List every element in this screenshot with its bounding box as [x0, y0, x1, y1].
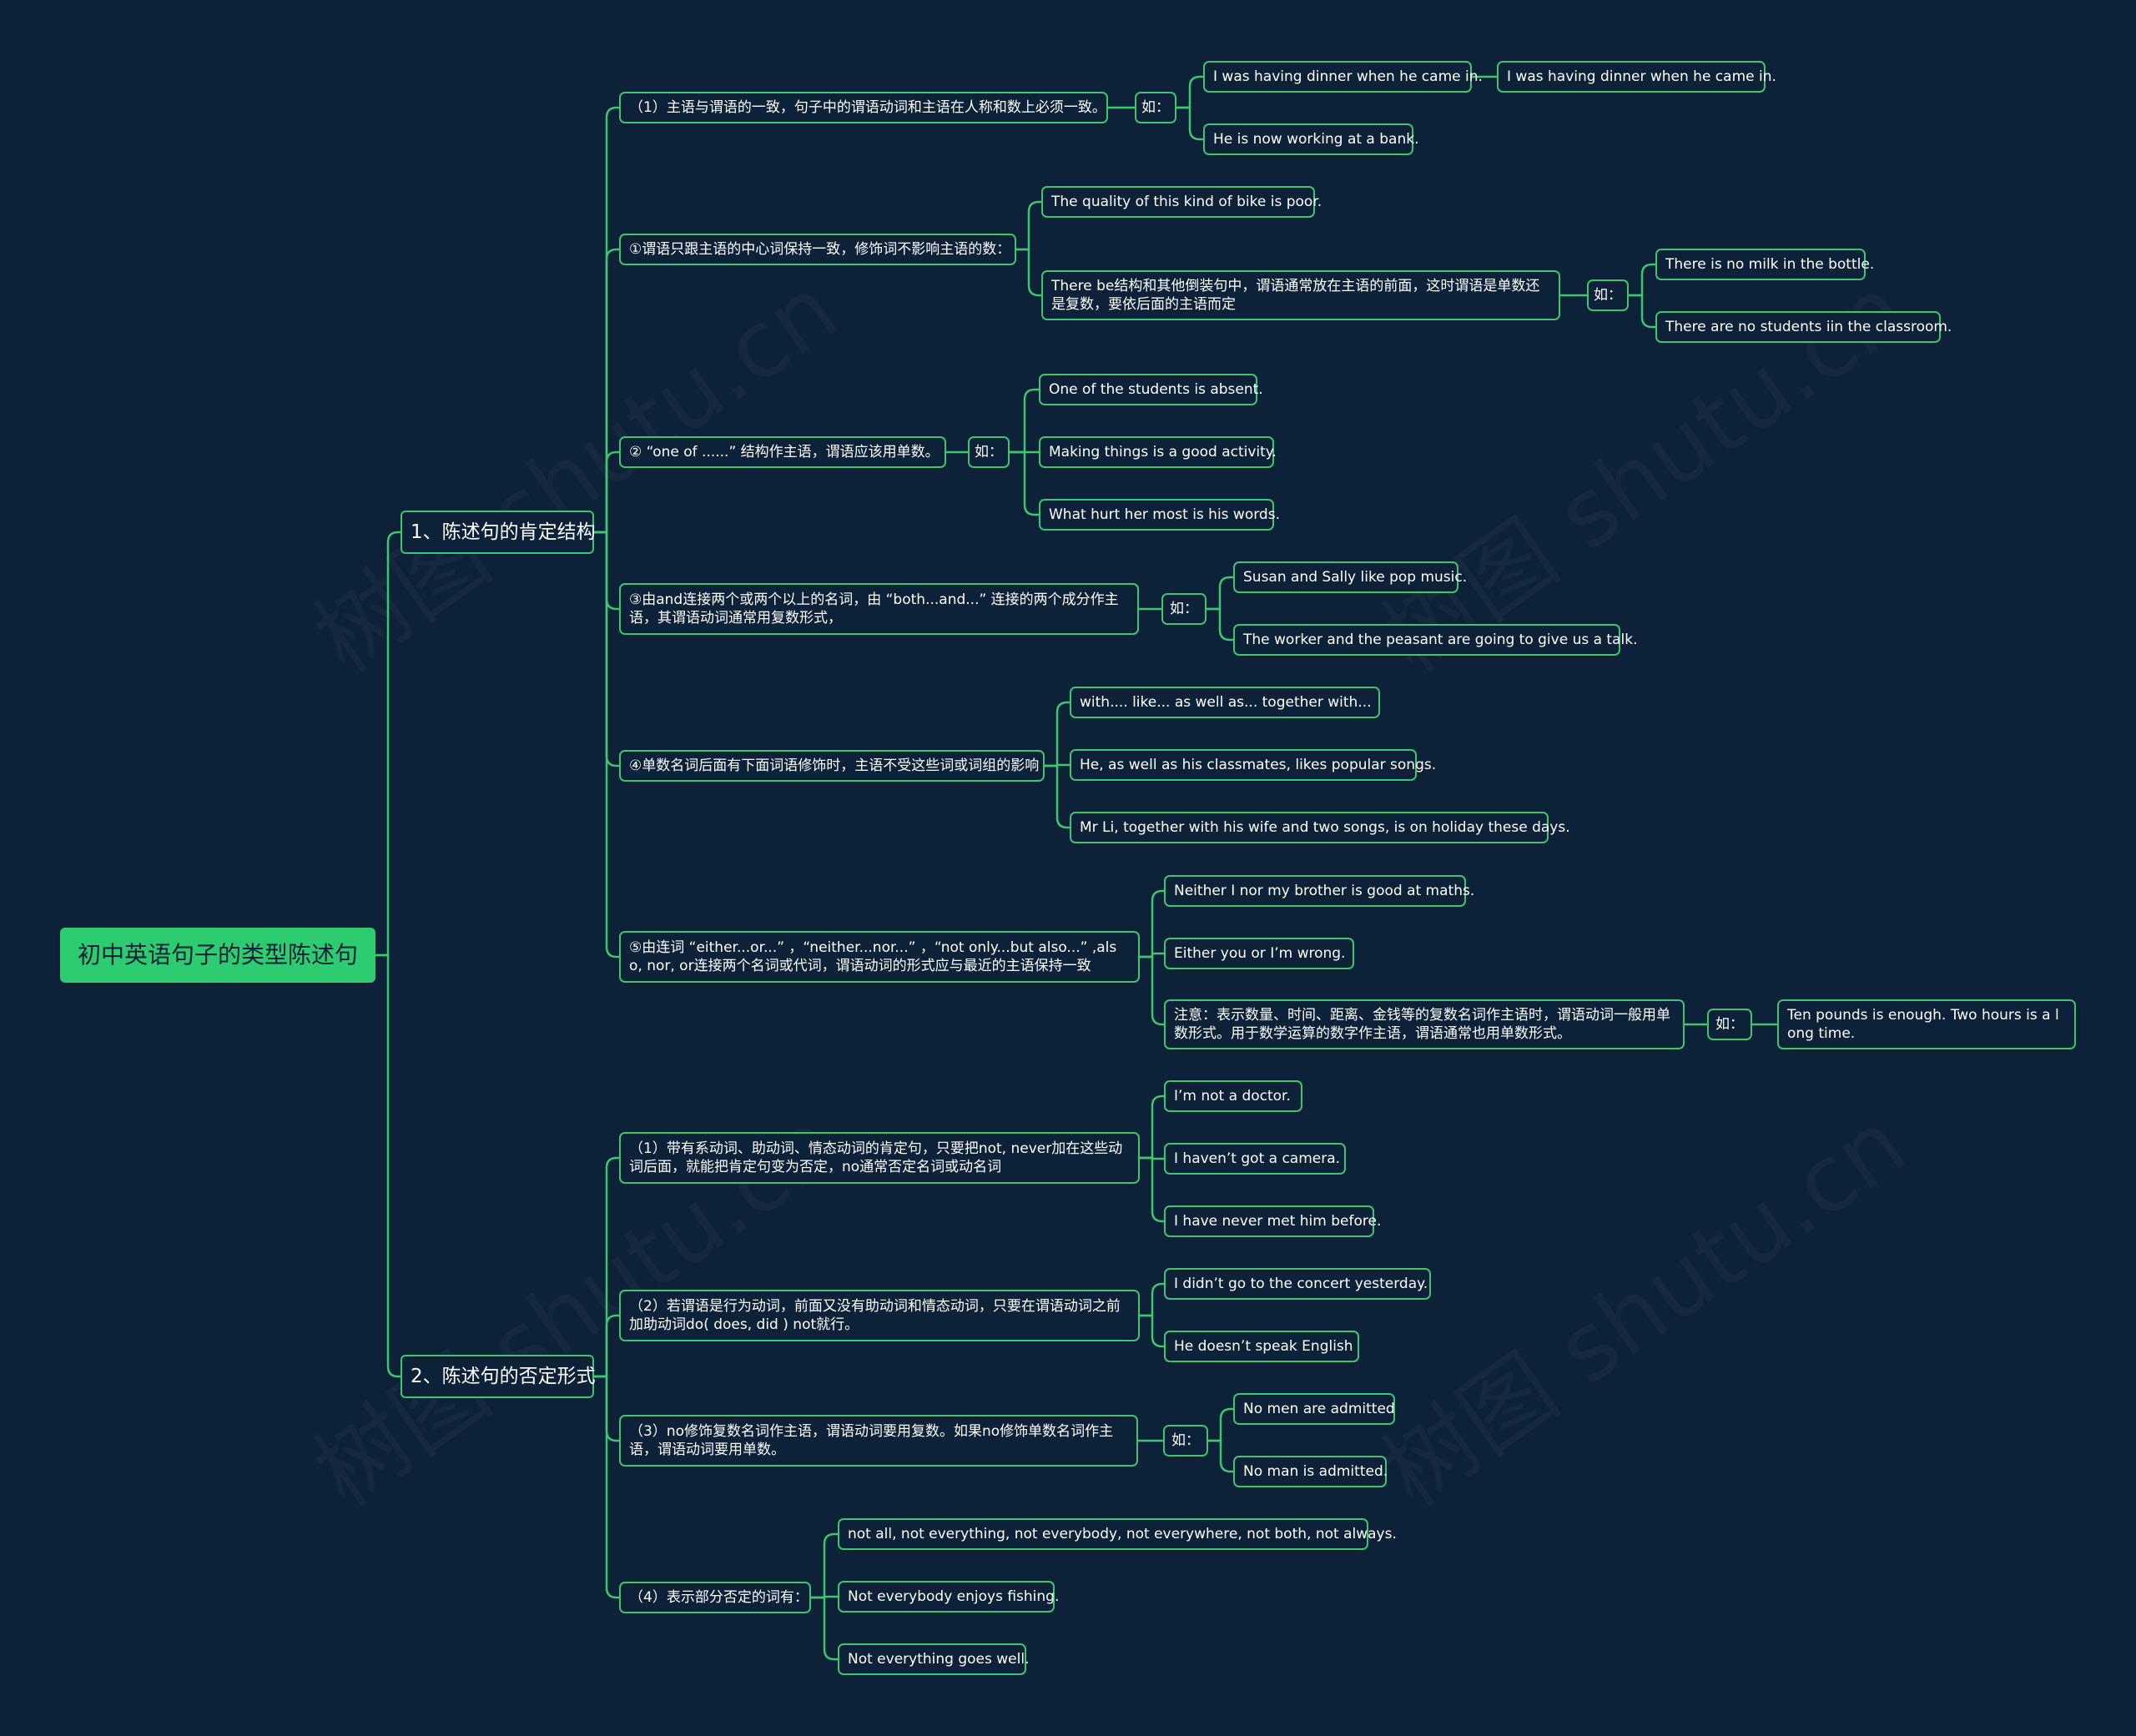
connector-line [1208, 1439, 1233, 1473]
example-sentence[interactable]: There is no milk in the bottle. [1655, 249, 1874, 280]
example-sentence[interactable]: One of the students is absent. [1039, 374, 1263, 405]
connector-line [375, 954, 400, 1378]
example-sentence[interactable]: I didn’t go to the concert yesterday. [1164, 1268, 1431, 1300]
rule-node[interactable]: ⑤由连词 “either...or...” ，“neither...nor...… [619, 931, 1140, 983]
example-sentence[interactable]: There are no students iin the classroom. [1655, 311, 1952, 343]
rule-node[interactable]: ③由and连接两个或两个以上的名词，由 “both...and...” 连接的两… [619, 583, 1139, 635]
branch-negative[interactable]: 2、陈述句的否定形式 [400, 1355, 596, 1398]
connector-line [811, 1532, 838, 1599]
connector-line [594, 1314, 619, 1378]
example-label[interactable]: 如： [1587, 279, 1629, 311]
connector-line [1016, 248, 1041, 297]
connector-line [1140, 1094, 1164, 1160]
rule-node[interactable]: （3）no修饰复数名词作主语，谓语动词要用复数。如果no修饰单数名词作主语，谓语… [619, 1415, 1138, 1467]
example-sentence[interactable]: No men are admitted [1233, 1393, 1395, 1425]
example-sentence[interactable]: Neither I nor my brother is good at math… [1164, 875, 1474, 907]
connector-line [594, 106, 619, 534]
example-sentence[interactable]: I haven’t got a camera. [1164, 1143, 1346, 1175]
rule-node[interactable]: ④单数名词后面有下面词语修饰时，主语不受这些词或词组的影响 [619, 750, 1045, 782]
example-sentence[interactable]: Susan and Sally like pop music. [1233, 561, 1467, 593]
example-sentence[interactable]: I’m not a doctor. [1164, 1080, 1302, 1112]
connector-line [1010, 388, 1039, 454]
rule-node[interactable]: 注意：表示数量、时间、距离、金钱等的复数名词作主语时，谓语动词一般用单数形式。用… [1164, 999, 1685, 1049]
example-sentence[interactable]: The worker and the peasant are going to … [1233, 624, 1637, 656]
example-sentence[interactable]: No man is admitted. [1233, 1456, 1388, 1487]
rule-node[interactable]: ①谓语只跟主语的中心词保持一致，修饰词不影响主语的数： [619, 234, 1016, 265]
root-topic[interactable]: 初中英语句子的类型陈述句 [60, 928, 375, 983]
example-sentence[interactable]: Not everybody enjoys fishing. [838, 1581, 1059, 1613]
example-sentence[interactable]: Not everything goes well. [838, 1643, 1029, 1675]
connector-line [594, 531, 619, 959]
connector-line [1140, 955, 1164, 1026]
connector-line [594, 248, 619, 534]
connector-line [1140, 1156, 1164, 1223]
connector-line [1140, 1314, 1164, 1348]
connector-line [1045, 701, 1070, 767]
connector-line [1176, 75, 1203, 109]
example-label[interactable]: 如： [1163, 1425, 1208, 1457]
example-sentence[interactable]: not all, not everything, not everybody, … [838, 1518, 1397, 1550]
connector-line [1629, 263, 1655, 297]
example-label[interactable]: 如： [968, 436, 1010, 468]
example-sentence[interactable]: The quality of this kind of bike is poor… [1041, 186, 1322, 218]
connector-line [1045, 764, 1070, 829]
connector-line [1207, 607, 1233, 642]
connector-line [1140, 952, 1164, 959]
example-sentence[interactable]: He is now working at a bank. [1203, 123, 1418, 155]
example-sentence[interactable]: with.... like... as well as... together … [1070, 687, 1380, 718]
connector-line [1176, 106, 1203, 141]
connector-line [1016, 200, 1041, 251]
example-sentence[interactable]: I was having dinner when he came in. [1203, 61, 1483, 93]
example-sentence[interactable]: Ten pounds is enough. Two hours is a lon… [1777, 999, 2076, 1049]
example-sentence[interactable]: Mr Li, together with his wife and two so… [1070, 812, 1570, 843]
example-sentence[interactable]: Making things is a good activity. [1039, 436, 1277, 468]
example-sentence[interactable]: I was having dinner when he came in. [1497, 61, 1776, 93]
example-sentence[interactable]: I have never met him before. [1164, 1205, 1381, 1237]
connector-line [1207, 576, 1233, 611]
connector-line [1140, 889, 1164, 959]
connector-line [375, 531, 400, 957]
connector-line [1140, 1282, 1164, 1317]
rule-node[interactable]: （1）主语与谓语的一致，句子中的谓语动词和主语在人称和数上必须一致。 [619, 92, 1108, 123]
connector-line [811, 1596, 838, 1661]
rule-node[interactable]: There be结构和其他倒装句中，谓语通常放在主语的前面，这时谓语是单数还是复… [1041, 270, 1560, 320]
connector-line [1010, 450, 1039, 516]
example-label[interactable]: 如： [1707, 1009, 1752, 1040]
example-sentence[interactable]: What hurt her most is his words. [1039, 499, 1280, 531]
connector-line [594, 1156, 619, 1378]
rule-node[interactable]: （4）表示部分否定的词有： [619, 1582, 811, 1613]
example-sentence[interactable]: Either you or I’m wrong. [1164, 938, 1354, 969]
example-label[interactable]: 如： [1135, 92, 1176, 123]
connector-line [594, 1375, 619, 1599]
example-sentence[interactable]: He doesn’t speak English [1164, 1331, 1359, 1362]
connector-line [1208, 1407, 1233, 1442]
rule-node[interactable]: （2）若谓语是行为动词，前面又没有助动词和情态动词，只要在谓语动词之前加助动词d… [619, 1290, 1140, 1341]
rule-node[interactable]: （1）带有系动词、助动词、情态动词的肯定句，只要把not, never加在这些动… [619, 1132, 1140, 1184]
rule-node[interactable]: ② “one of ......” 结构作主语，谓语应该用单数。 [619, 436, 946, 468]
example-sentence[interactable]: He, as well as his classmates, likes pop… [1070, 749, 1436, 781]
connector-line [1629, 294, 1655, 329]
connector-line [594, 450, 619, 534]
example-label[interactable]: 如： [1161, 593, 1207, 625]
branch-affirmative[interactable]: 1、陈述句的肯定结构 [400, 511, 596, 554]
